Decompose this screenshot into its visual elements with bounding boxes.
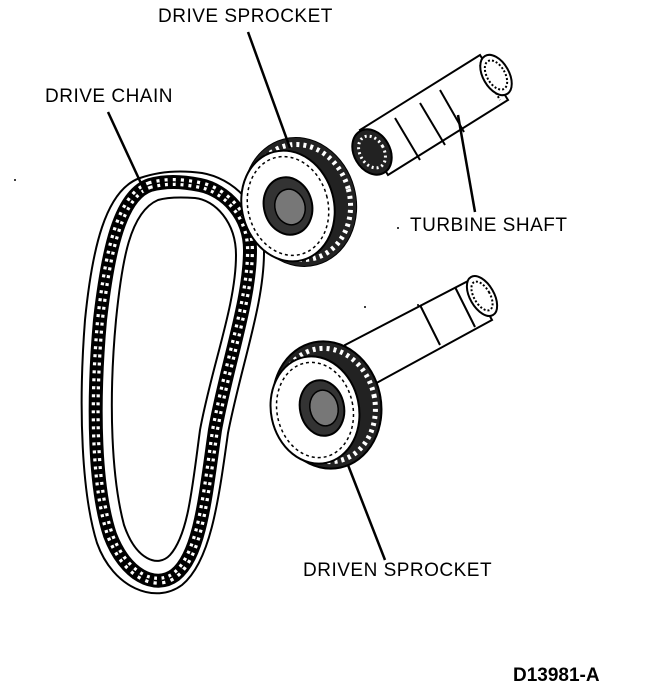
- leader-turbine-shaft: [456, 114, 477, 213]
- scan-dot: [417, 304, 419, 306]
- label-drive-chain: DRIVE CHAIN: [45, 86, 173, 107]
- figure-id: D13981-A: [513, 665, 600, 686]
- turbine-shaft: [351, 53, 513, 177]
- scan-dot: [14, 179, 16, 181]
- driven-sprocket: [269, 275, 499, 470]
- leader-driven-sprocket: [346, 464, 387, 561]
- label-driven-sprocket: DRIVEN SPROCKET: [303, 560, 493, 581]
- label-drive-sprocket: DRIVE SPROCKET: [158, 6, 333, 27]
- leader-lines: [106, 31, 477, 561]
- scan-dot: [364, 306, 366, 308]
- leader-drive-sprocket: [246, 31, 292, 149]
- scan-dot: [397, 227, 399, 229]
- leader-drive-chain: [106, 111, 147, 193]
- drive-sprocket: [240, 137, 358, 267]
- label-turbine-shaft: TURBINE SHAFT: [410, 215, 568, 236]
- drive-chain: [80, 170, 266, 595]
